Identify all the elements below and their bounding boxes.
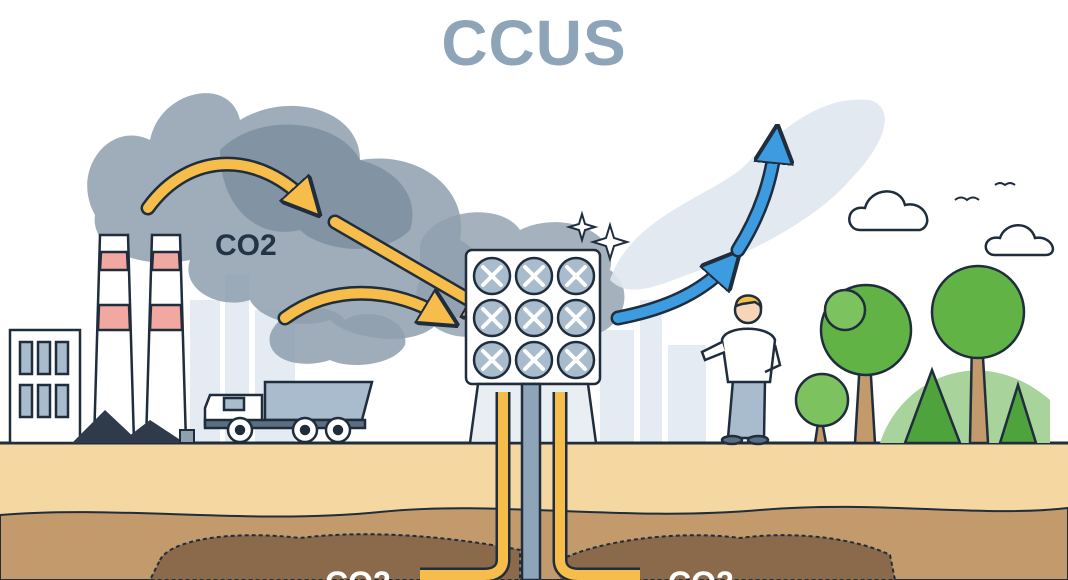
factory-building xyxy=(8,328,82,445)
fan-blades-icon xyxy=(523,265,545,287)
smokestack-right xyxy=(144,233,188,445)
clean-air-plume xyxy=(610,99,885,290)
fan-blades-icon xyxy=(565,307,587,329)
fan-blades-icon xyxy=(481,307,503,329)
bird-icons xyxy=(954,182,1016,202)
coal-piles xyxy=(72,410,195,444)
capture-unit-fans xyxy=(472,256,596,380)
fan-blades-icon xyxy=(481,265,503,287)
fan-blades-icon xyxy=(523,349,545,371)
dump-truck xyxy=(203,380,374,444)
co2-label-underground-left: CO2 xyxy=(325,565,391,580)
diagram-title: CCUS xyxy=(441,7,627,79)
cloud-icons xyxy=(848,190,1055,257)
fan-blades-icon xyxy=(523,307,545,329)
city-skyline xyxy=(190,275,706,445)
person-figure xyxy=(700,294,782,446)
fan-blades-icon xyxy=(565,349,587,371)
co2-label-air: CO2 xyxy=(215,229,277,262)
capture-arrows xyxy=(140,156,490,318)
sparkle-icons xyxy=(565,210,631,263)
injection-pipes xyxy=(420,382,640,580)
release-arrow xyxy=(610,140,776,326)
co2-label-underground-right: CO2 xyxy=(668,565,734,580)
smokestack-left xyxy=(92,233,136,445)
fan-blades-icon xyxy=(565,265,587,287)
fan-blades-icon xyxy=(481,349,503,371)
trees xyxy=(794,264,1050,445)
